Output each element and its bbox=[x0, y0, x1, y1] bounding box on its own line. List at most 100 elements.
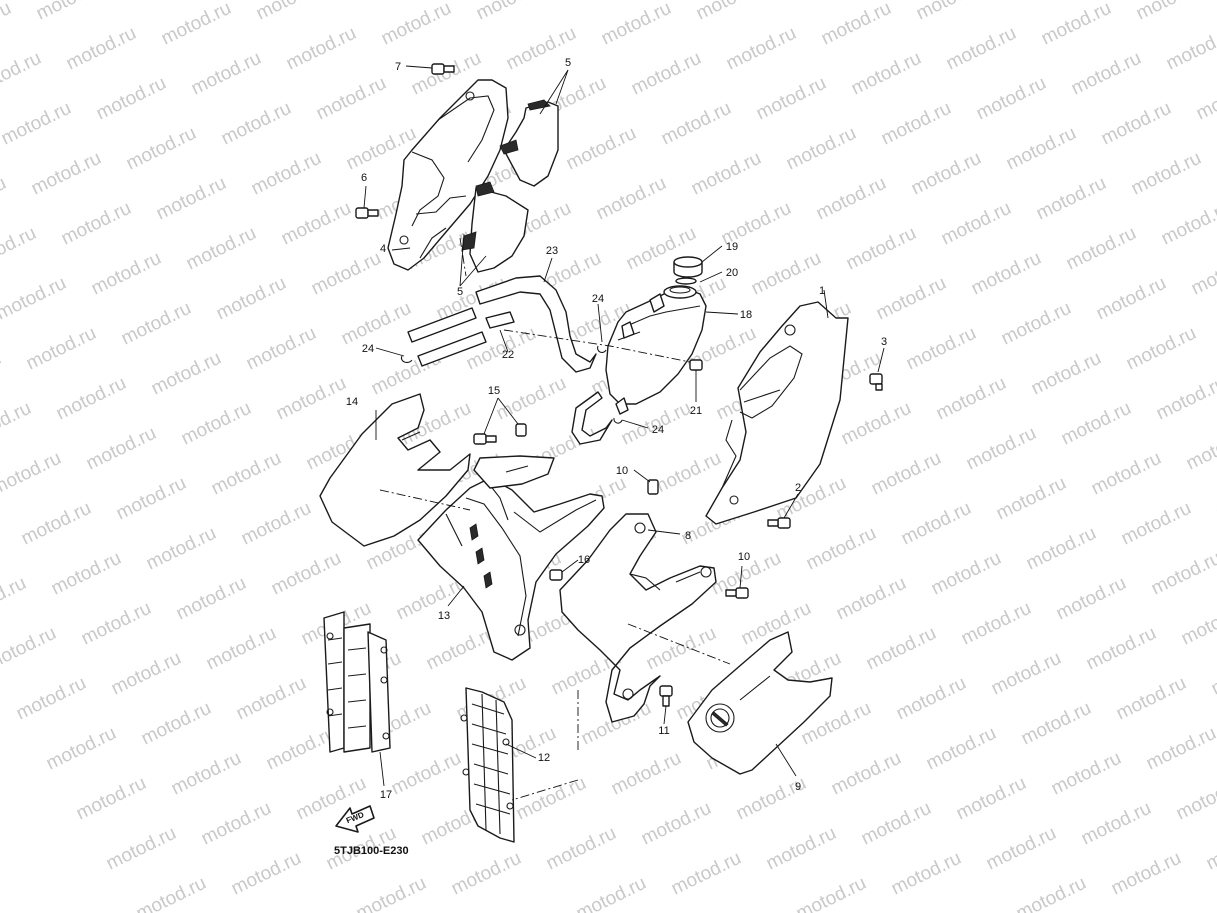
watermark-text: motod.ru bbox=[1113, 673, 1190, 725]
watermark-text: motod.ru bbox=[1183, 423, 1217, 475]
watermark-text: motod.ru bbox=[243, 323, 320, 375]
watermark-text: motod.ru bbox=[93, 73, 170, 125]
watermark-text: motod.ru bbox=[1148, 548, 1217, 600]
watermark-text: motod.ru bbox=[83, 423, 160, 475]
part-19-tank-cap bbox=[673, 256, 703, 278]
watermark-text: motod.ru bbox=[123, 123, 200, 175]
watermark-text: motod.ru bbox=[0, 623, 60, 675]
leader-lines bbox=[363, 65, 885, 787]
watermark-text: motod.ru bbox=[338, 298, 415, 350]
watermark-text: motod.ru bbox=[1128, 148, 1205, 200]
watermark-text: motod.ru bbox=[108, 648, 185, 700]
watermark-text: motod.ru bbox=[88, 248, 165, 300]
watermark-text: motod.ru bbox=[1028, 348, 1105, 400]
watermark-text: motod.ru bbox=[863, 623, 940, 675]
callout-17: 17 bbox=[380, 789, 392, 801]
watermark-text: motod.ru bbox=[263, 723, 340, 775]
watermark-text: motod.ru bbox=[828, 748, 905, 800]
watermark-text: motod.ru bbox=[1213, 473, 1217, 525]
watermark-text: motod.ru bbox=[353, 873, 430, 913]
watermark-text: motod.ru bbox=[958, 598, 1035, 650]
watermark-text: motod.ru bbox=[13, 673, 90, 725]
watermark-text: motod.ru bbox=[753, 73, 830, 125]
callout-16: 16 bbox=[578, 554, 590, 566]
watermark-text: motod.ru bbox=[268, 548, 345, 600]
bolt-11 bbox=[659, 685, 673, 707]
watermark-text: motod.ru bbox=[893, 673, 970, 725]
watermark-text: motod.ru bbox=[448, 848, 525, 900]
watermark-text: motod.ru bbox=[933, 373, 1010, 425]
watermark-text: motod.ru bbox=[878, 98, 955, 150]
watermark-text: motod.ru bbox=[153, 173, 230, 225]
callout-labels: 1 2 3 4 5 5 6 7 8 9 10 10 11 12 13 14 15… bbox=[346, 57, 887, 801]
watermark-text: motod.ru bbox=[183, 223, 260, 275]
watermark-text: motod.ru bbox=[118, 298, 195, 350]
callout-23: 23 bbox=[546, 245, 558, 257]
part-4-side-cover-left bbox=[387, 79, 509, 271]
watermark-text: motod.ru bbox=[943, 23, 1020, 75]
watermark-text: motod.ru bbox=[0, 448, 65, 500]
part-5-seal-lower bbox=[461, 181, 529, 273]
watermark-text: motod.ru bbox=[898, 498, 975, 550]
watermark-text: motod.ru bbox=[993, 473, 1070, 525]
watermark-text: motod.ru bbox=[513, 773, 590, 825]
watermark-text: motod.ru bbox=[0, 348, 5, 400]
watermark-text: motod.ru bbox=[203, 623, 280, 675]
bolt-2 bbox=[767, 517, 791, 529]
watermark-text: motod.ru bbox=[313, 73, 390, 125]
watermark-text: motod.ru bbox=[233, 673, 310, 725]
watermark-text: motod.ru bbox=[1118, 498, 1195, 550]
watermark-text: motod.ru bbox=[1048, 748, 1125, 800]
watermark-text: motod.ru bbox=[1063, 223, 1140, 275]
watermark-text: motod.ru bbox=[1158, 198, 1217, 250]
watermark-text: motod.ru bbox=[133, 873, 210, 913]
watermark-text: motod.ru bbox=[1013, 873, 1090, 913]
callout-24-left: 24 bbox=[362, 343, 374, 355]
watermark-text: motod.ru bbox=[283, 23, 360, 75]
watermark-text: motod.ru bbox=[693, 0, 770, 24]
watermark-text: motod.ru bbox=[818, 0, 895, 49]
watermark-text: motod.ru bbox=[598, 0, 675, 49]
callout-14: 14 bbox=[346, 396, 358, 408]
watermark-text: motod.ru bbox=[0, 273, 70, 325]
watermark-text: motod.ru bbox=[628, 48, 705, 100]
callout-13: 13 bbox=[438, 610, 450, 622]
watermark-text: motod.ru bbox=[378, 0, 455, 49]
bolt-21 bbox=[689, 359, 703, 371]
part-8-side-cover-front bbox=[559, 513, 717, 723]
watermark-text: motod.ru bbox=[923, 723, 1000, 775]
watermark-text: motod.ru bbox=[903, 323, 980, 375]
watermark-text: motod.ru bbox=[688, 148, 765, 200]
watermark-text: motod.ru bbox=[1208, 648, 1217, 700]
watermark-text: motod.ru bbox=[0, 398, 35, 450]
callout-10-lower: 10 bbox=[738, 551, 750, 563]
watermark-text: motod.ru bbox=[43, 723, 120, 775]
watermark-text: motod.ru bbox=[783, 123, 860, 175]
watermark-text: motod.ru bbox=[648, 448, 725, 500]
watermark-text: motod.ru bbox=[1083, 623, 1160, 675]
watermark-text: motod.ru bbox=[543, 823, 620, 875]
watermark-text: motod.ru bbox=[1173, 773, 1217, 825]
callout-6: 6 bbox=[361, 172, 367, 184]
clip-24 bbox=[400, 345, 623, 424]
watermark-text: motod.ru bbox=[928, 548, 1005, 600]
watermark-text: motod.ru bbox=[913, 0, 990, 24]
watermark-text: motod.ru bbox=[638, 798, 715, 850]
watermark-text: motod.ru bbox=[1178, 598, 1217, 650]
diagram-code: 5TJB100-E230 bbox=[334, 845, 409, 857]
watermark-text: motod.ru bbox=[888, 848, 965, 900]
callout-9: 9 bbox=[795, 781, 801, 793]
part-20-seal-ring bbox=[675, 277, 697, 285]
callout-21: 21 bbox=[690, 405, 702, 417]
watermark-text: motod.ru bbox=[63, 23, 140, 75]
callout-19: 19 bbox=[726, 241, 738, 253]
watermark-text: motod.ru bbox=[1123, 323, 1200, 375]
watermark-text: motod.ru bbox=[843, 223, 920, 275]
watermark-text: motod.ru bbox=[58, 198, 135, 250]
watermark-text: motod.ru bbox=[308, 248, 385, 300]
watermark-text: motod.ru bbox=[1038, 0, 1115, 49]
watermark-text: motod.ru bbox=[238, 498, 315, 550]
callout-15: 15 bbox=[488, 385, 500, 397]
watermark-text: motod.ru bbox=[953, 773, 1030, 825]
